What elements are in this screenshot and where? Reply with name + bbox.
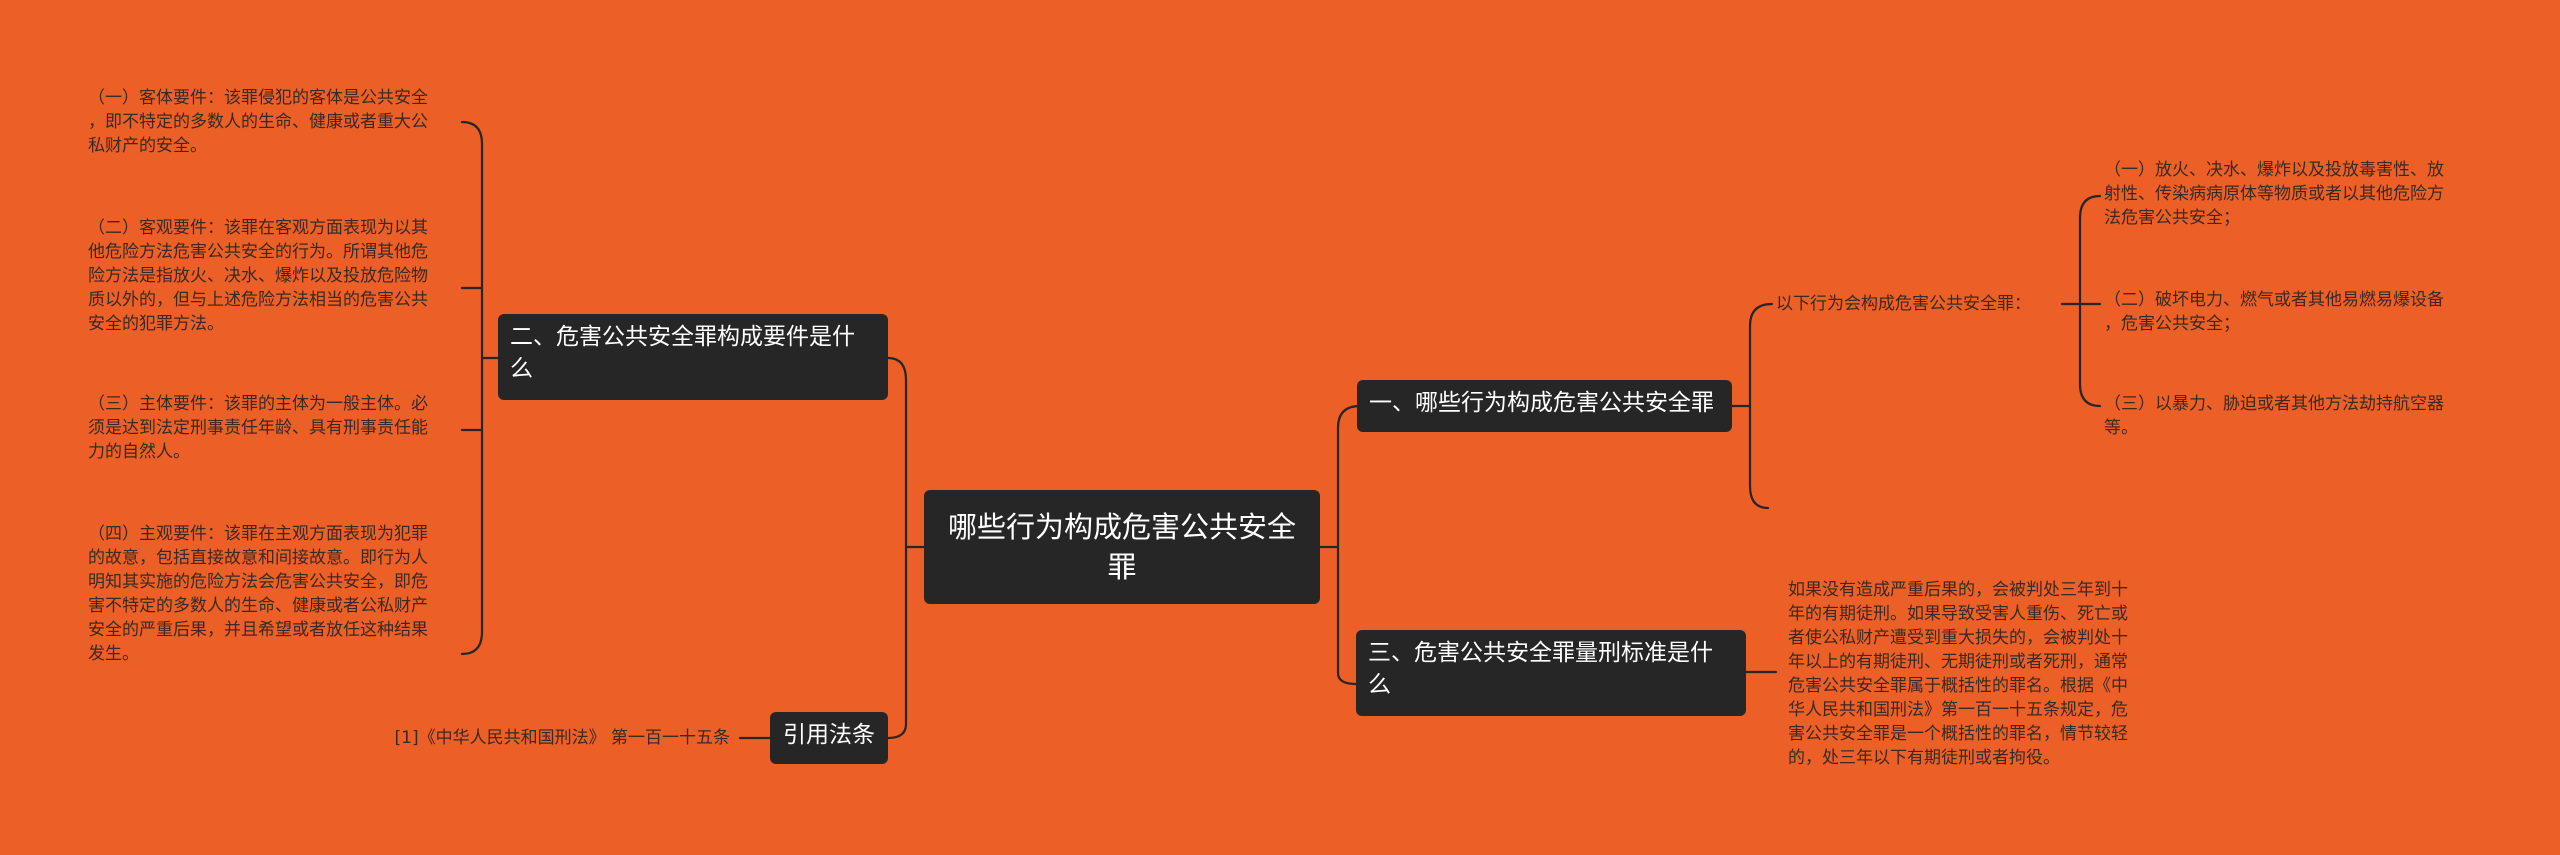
branch-3-text: 如果没有造成严重后果的，会被判处三年到十 年的有期徒刑。如果导致受害人重伤、死亡… — [1788, 580, 2128, 768]
branch-4-label: 引用法条 — [783, 722, 875, 748]
branch-node-2[interactable]: 二、危害公共安全罪构成要件是什么 — [498, 314, 888, 400]
branch-1-item-1: （一）放火、决水、爆炸以及投放毒害性、放 射性、传染病病原体等物质或者以其他危险… — [2104, 160, 2444, 228]
branch-2-item-2: （二）客观要件：该罪在客观方面表现为以其 他危险方法危害公共安全的行为。所谓其他… — [88, 218, 428, 334]
branch-4-reference[interactable]: [1]《中华人民共和国刑法》 第一百一十五条 — [394, 728, 730, 748]
connector-b1-intro — [1730, 302, 1774, 510]
branch-1-intro: 以下行为会构成危害公共安全罪： — [1776, 294, 2031, 314]
branch-2-label: 二、危害公共安全罪构成要件是什么 — [510, 324, 855, 382]
branch-1-label: 一、哪些行为构成危害公共安全罪 — [1369, 390, 1714, 416]
connector-b2-items — [460, 120, 500, 656]
branch-1-item-2: （二）破坏电力、燃气或者其他易燃易爆设备 ，危害公共安全； — [2104, 290, 2444, 334]
branch-node-3[interactable]: 三、危害公共安全罪量刑标准是什么 — [1356, 630, 1746, 716]
branch-node-4[interactable]: 引用法条 — [770, 712, 888, 764]
root-node[interactable]: 哪些行为构成危害公共安全罪 — [924, 490, 1320, 604]
root-label: 哪些行为构成危害公共安全罪 — [947, 509, 1296, 584]
branch-2-item-4: （四）主观要件：该罪在主观方面表现为犯罪 的故意，包括直接故意和间接故意。即行为… — [88, 524, 428, 664]
connector-intro-items — [2060, 194, 2102, 408]
branch-1-item-3: （三）以暴力、胁迫或者其他方法劫持航空器 等。 — [2104, 394, 2444, 438]
branch-2-item-1: （一）客体要件：该罪侵犯的客体是公共安全 ，即不特定的多数人的生命、健康或者重大… — [88, 88, 428, 156]
connector-root-left — [886, 356, 926, 740]
branch-3-label: 三、危害公共安全罪量刑标准是什么 — [1368, 640, 1713, 698]
branch-node-1[interactable]: 一、哪些行为构成危害公共安全罪 — [1357, 380, 1732, 432]
branch-2-item-3: （三）主体要件：该罪的主体为一般主体。必 须是达到法定刑事责任年龄、具有刑事责任… — [88, 394, 428, 462]
connector-root-right — [1318, 404, 1362, 686]
